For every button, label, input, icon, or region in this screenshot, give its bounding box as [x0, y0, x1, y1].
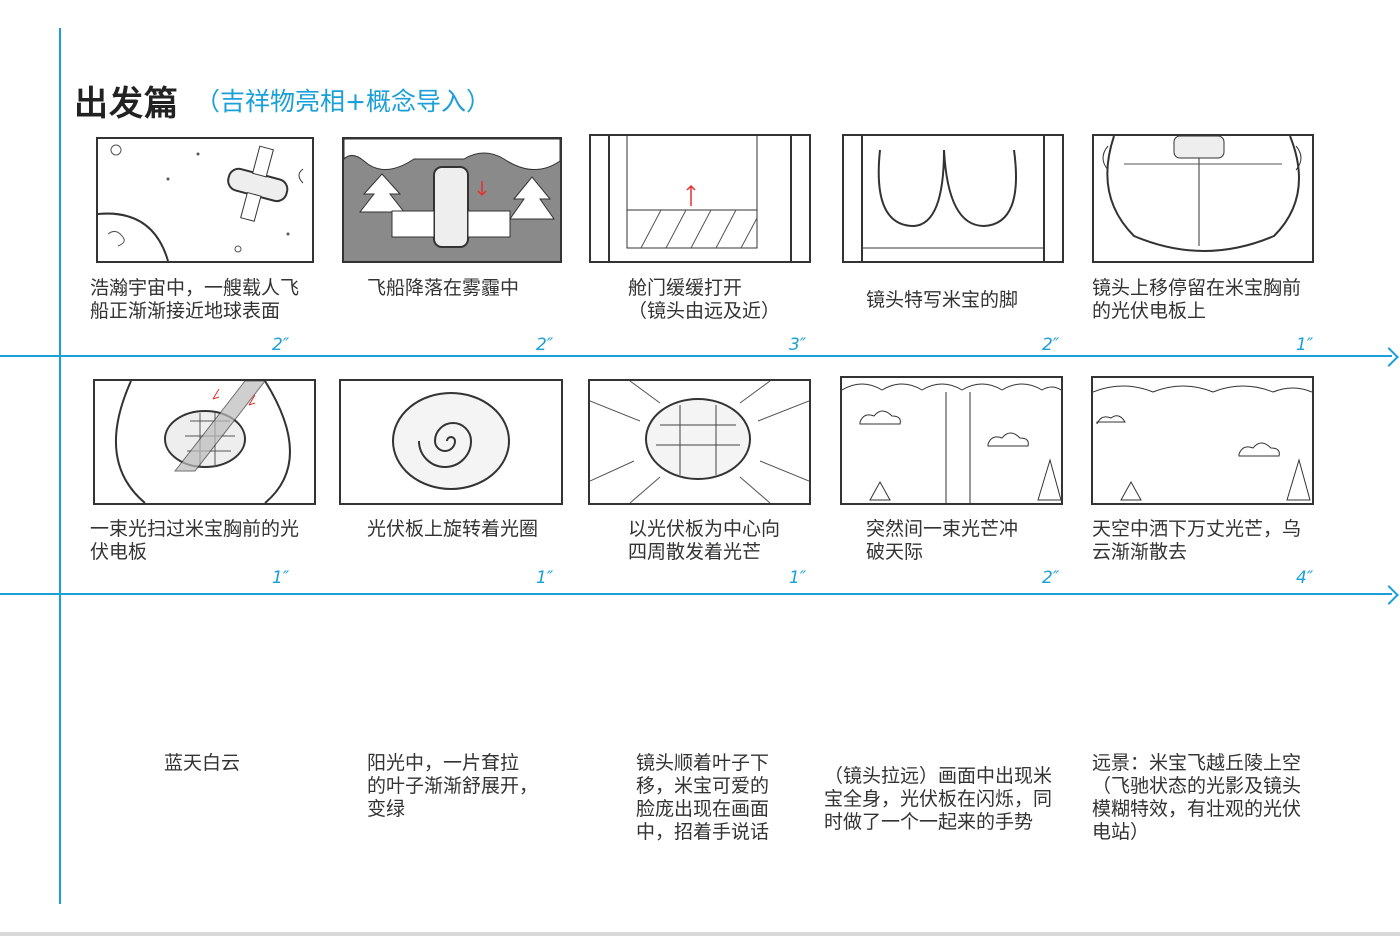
spaceship-sketch	[98, 144, 304, 261]
panel-caption: 阳光中，一片耷拉 的叶子渐渐舒展开， 变绿	[367, 752, 539, 820]
panel-duration: 1″	[789, 568, 807, 588]
panel-caption: 以光伏板为中心向 四周散发着光芒	[628, 518, 781, 563]
bottom-divider	[0, 932, 1400, 936]
light-sweep-sketch	[114, 381, 291, 503]
panel-caption: 光伏板上旋转着光圈	[367, 518, 539, 540]
panel-duration: 1″	[1296, 335, 1314, 355]
panel-duration: 4″	[1296, 568, 1314, 588]
chest-sketch	[1102, 136, 1302, 252]
panel-duration: 1″	[536, 568, 554, 588]
arrow-right-icon	[1379, 585, 1399, 605]
page-title: 出发篇	[74, 84, 179, 124]
row-divider-line-1	[0, 355, 1392, 357]
storyboard-panel-burst	[840, 376, 1063, 505]
panel-duration: 2″	[1042, 335, 1060, 355]
arrow-right-icon	[1379, 347, 1399, 367]
panel-duration: 2″	[1042, 568, 1060, 588]
panel-caption: 远景：米宝飞越丘陵上空 （飞驰状态的光影及镜头 模糊特效，有壮观的光伏 电站）	[1092, 752, 1302, 843]
panel-duration: 2″	[272, 335, 290, 355]
storyboard-panel-feet	[842, 134, 1064, 263]
panel-caption: 突然间一束光芒冲 破天际	[866, 518, 1019, 563]
panel-caption: （镜头拉远）画面中出现米 宝全身，光伏板在闪烁，同 时做了一个一起来的手势	[824, 765, 1053, 833]
storyboard-panel-landing	[342, 137, 562, 263]
storyboard-panel-chest	[1092, 134, 1314, 263]
panel-caption: 一束光扫过米宝胸前的光 伏电板	[90, 518, 300, 563]
panel-duration: 3″	[789, 335, 807, 355]
panel-caption: 镜头上移停留在米宝胸前 的光伏电板上	[1092, 277, 1302, 322]
storyboard-panel-rotating-ring	[339, 379, 563, 505]
panel-caption: 飞船降落在雾霾中	[367, 277, 520, 299]
panel-duration: 2″	[536, 335, 554, 355]
panel-caption: 天空中洒下万丈光芒，乌 云渐渐散去	[1092, 518, 1302, 563]
storyboard-panel-radiate	[588, 379, 811, 505]
burst-sketch	[842, 383, 1061, 503]
storyboard-panel-door	[589, 134, 811, 263]
feet-sketch	[861, 136, 1045, 261]
rotating-ring-sketch	[392, 392, 510, 490]
radiate-sketch	[590, 381, 809, 503]
row-divider-line-2	[0, 593, 1392, 595]
panel-caption: 舱门缓缓打开 （镜头由远及近）	[628, 277, 781, 322]
panel-caption: 镜头特写米宝的脚	[866, 289, 1019, 311]
door-sketch	[608, 136, 792, 261]
panel-caption: 浩瀚宇宙中，一艘载人飞 船正渐渐接近地球表面	[90, 277, 300, 322]
storyboard-panel-sky-clear	[1091, 376, 1314, 505]
storyboard-panel-light-sweep	[93, 379, 316, 505]
panel-caption: 蓝天白云	[164, 752, 241, 774]
vertical-guide-line	[59, 28, 61, 904]
page-subtitle: （吉祥物亮相+概念导入）	[195, 87, 491, 116]
sky-clear-sketch	[1093, 385, 1312, 501]
panel-duration: 1″	[272, 568, 290, 588]
storyboard-panel-space	[96, 137, 314, 263]
landing-sketch	[344, 139, 560, 261]
panel-caption: 镜头顺着叶子下 移，米宝可爱的 脸庞出现在画面 中，招着手说话	[636, 752, 770, 843]
